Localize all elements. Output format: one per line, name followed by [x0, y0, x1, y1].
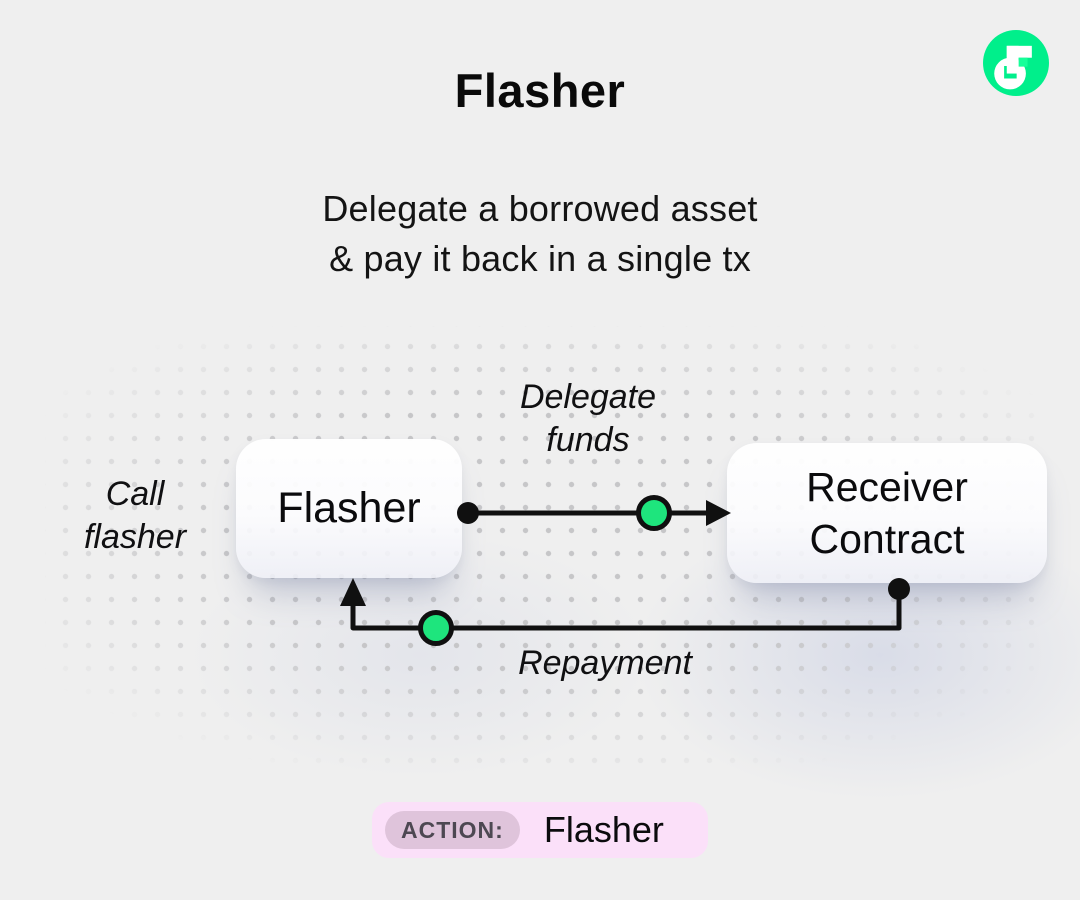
subtitle-line-1: Delegate a borrowed asset [322, 188, 758, 229]
node-flasher-label: Flasher [277, 484, 421, 532]
node-receiver-label-line-2: Contract [809, 516, 965, 562]
repayment-label: Repayment [518, 644, 692, 682]
node-receiver-contract: Receiver Contract [727, 443, 1047, 583]
subtitle: Delegate a borrowed asset & pay it back … [0, 184, 1080, 284]
node-receiver-label-line-1: Receiver [806, 463, 968, 510]
action-badge-label: ACTION: [385, 811, 520, 849]
subtitle-line-2: & pay it back in a single tx [329, 238, 751, 279]
action-badge-value: Flasher [543, 809, 664, 850]
flow-logo-icon [983, 30, 1049, 96]
delegate-funds-label: Delegate funds [519, 378, 657, 459]
call-flasher-label: Call flasher [83, 475, 187, 556]
action-badge: ACTION: Flasher [372, 802, 708, 858]
node-flasher: Flasher [236, 439, 462, 578]
page-title: Flasher [454, 64, 626, 117]
